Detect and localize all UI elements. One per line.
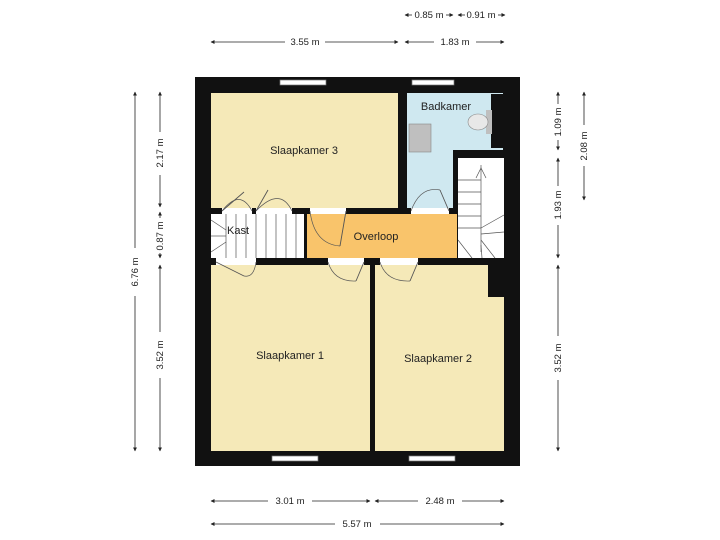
dim-top-small-left: 0.85 m xyxy=(414,10,443,21)
wall-column-right xyxy=(488,265,504,297)
dim-right-top-inner: 1.09 m xyxy=(553,107,564,136)
room-kast xyxy=(211,214,304,258)
stairs-right xyxy=(457,165,505,259)
sink-icon xyxy=(467,110,492,134)
label-slaapkamer1: Slaapkamer 1 xyxy=(256,350,324,362)
dim-bottom-right: 2.48 m xyxy=(425,496,454,507)
window-top-left xyxy=(279,79,327,86)
wall-kast-overloop xyxy=(304,214,307,258)
label-overloop: Overloop xyxy=(354,231,399,243)
door-opening-bath xyxy=(411,208,449,214)
label-slaapkamer2: Slaapkamer 2 xyxy=(404,353,472,365)
door-opening-kast2 xyxy=(256,208,292,214)
window-bottom-left xyxy=(271,455,319,462)
dim-right-mid: 1.93 m xyxy=(553,190,564,219)
stairs-left xyxy=(210,214,297,258)
dim-top-small-right: 0.91 m xyxy=(466,10,495,21)
wall-bath-stair xyxy=(453,150,458,214)
dim-top-right: 1.83 m xyxy=(440,37,469,48)
wall-bath-right-block xyxy=(491,94,503,148)
dim-bottom-left: 3.01 m xyxy=(275,496,304,507)
toilet-icon xyxy=(408,123,432,153)
dimension-left-total: 6.76 m xyxy=(130,91,141,452)
dim-right-bottom: 3.52 m xyxy=(553,343,564,372)
window-bottom-right xyxy=(408,455,456,462)
door-swings xyxy=(215,189,450,282)
wall-bath-stair-top xyxy=(453,150,504,158)
door-opening-sk3 xyxy=(310,208,346,214)
label-slaapkamer3: Slaapkamer 3 xyxy=(270,145,338,157)
door-opening-sk2 xyxy=(380,258,418,265)
dimension-right: 1.09 m 2.08 m 1.93 m 3.52 m xyxy=(553,91,590,452)
room-slaapkamer1 xyxy=(211,265,370,451)
wall-bedrooms-divider xyxy=(370,265,375,451)
window-top-bath xyxy=(411,79,455,86)
room-overloop xyxy=(307,214,457,259)
dimension-top-small: 0.85 m 0.91 m xyxy=(404,10,506,21)
label-kast: Kast xyxy=(227,225,249,237)
dim-bottom-total: 5.57 m xyxy=(342,519,371,530)
dim-left-bottom: 3.52 m xyxy=(155,340,166,369)
dimension-top: 3.55 m 1.83 m xyxy=(210,37,505,48)
room-slaapkamer2 xyxy=(375,265,504,451)
label-badkamer: Badkamer xyxy=(421,101,471,113)
dim-right-top-outer: 2.08 m xyxy=(579,131,590,160)
room-badkamer-lower xyxy=(407,150,453,208)
door-opening-sk1 xyxy=(328,258,364,265)
dim-left-mid: 0.87 m xyxy=(155,221,166,250)
wall-bath-left xyxy=(398,93,407,214)
dim-top-left: 3.55 m xyxy=(290,37,319,48)
dim-left-top: 2.17 m xyxy=(155,138,166,167)
room-slaapkamer3 xyxy=(211,93,398,208)
dim-left-total: 6.76 m xyxy=(130,257,141,286)
dimension-bottom: 3.01 m 2.48 m 5.57 m xyxy=(210,496,505,530)
dimension-left: 2.17 m 0.87 m 3.52 m xyxy=(155,91,166,452)
door-opening-kast1 xyxy=(222,208,252,214)
door-opening-kast-bottom xyxy=(216,258,256,265)
